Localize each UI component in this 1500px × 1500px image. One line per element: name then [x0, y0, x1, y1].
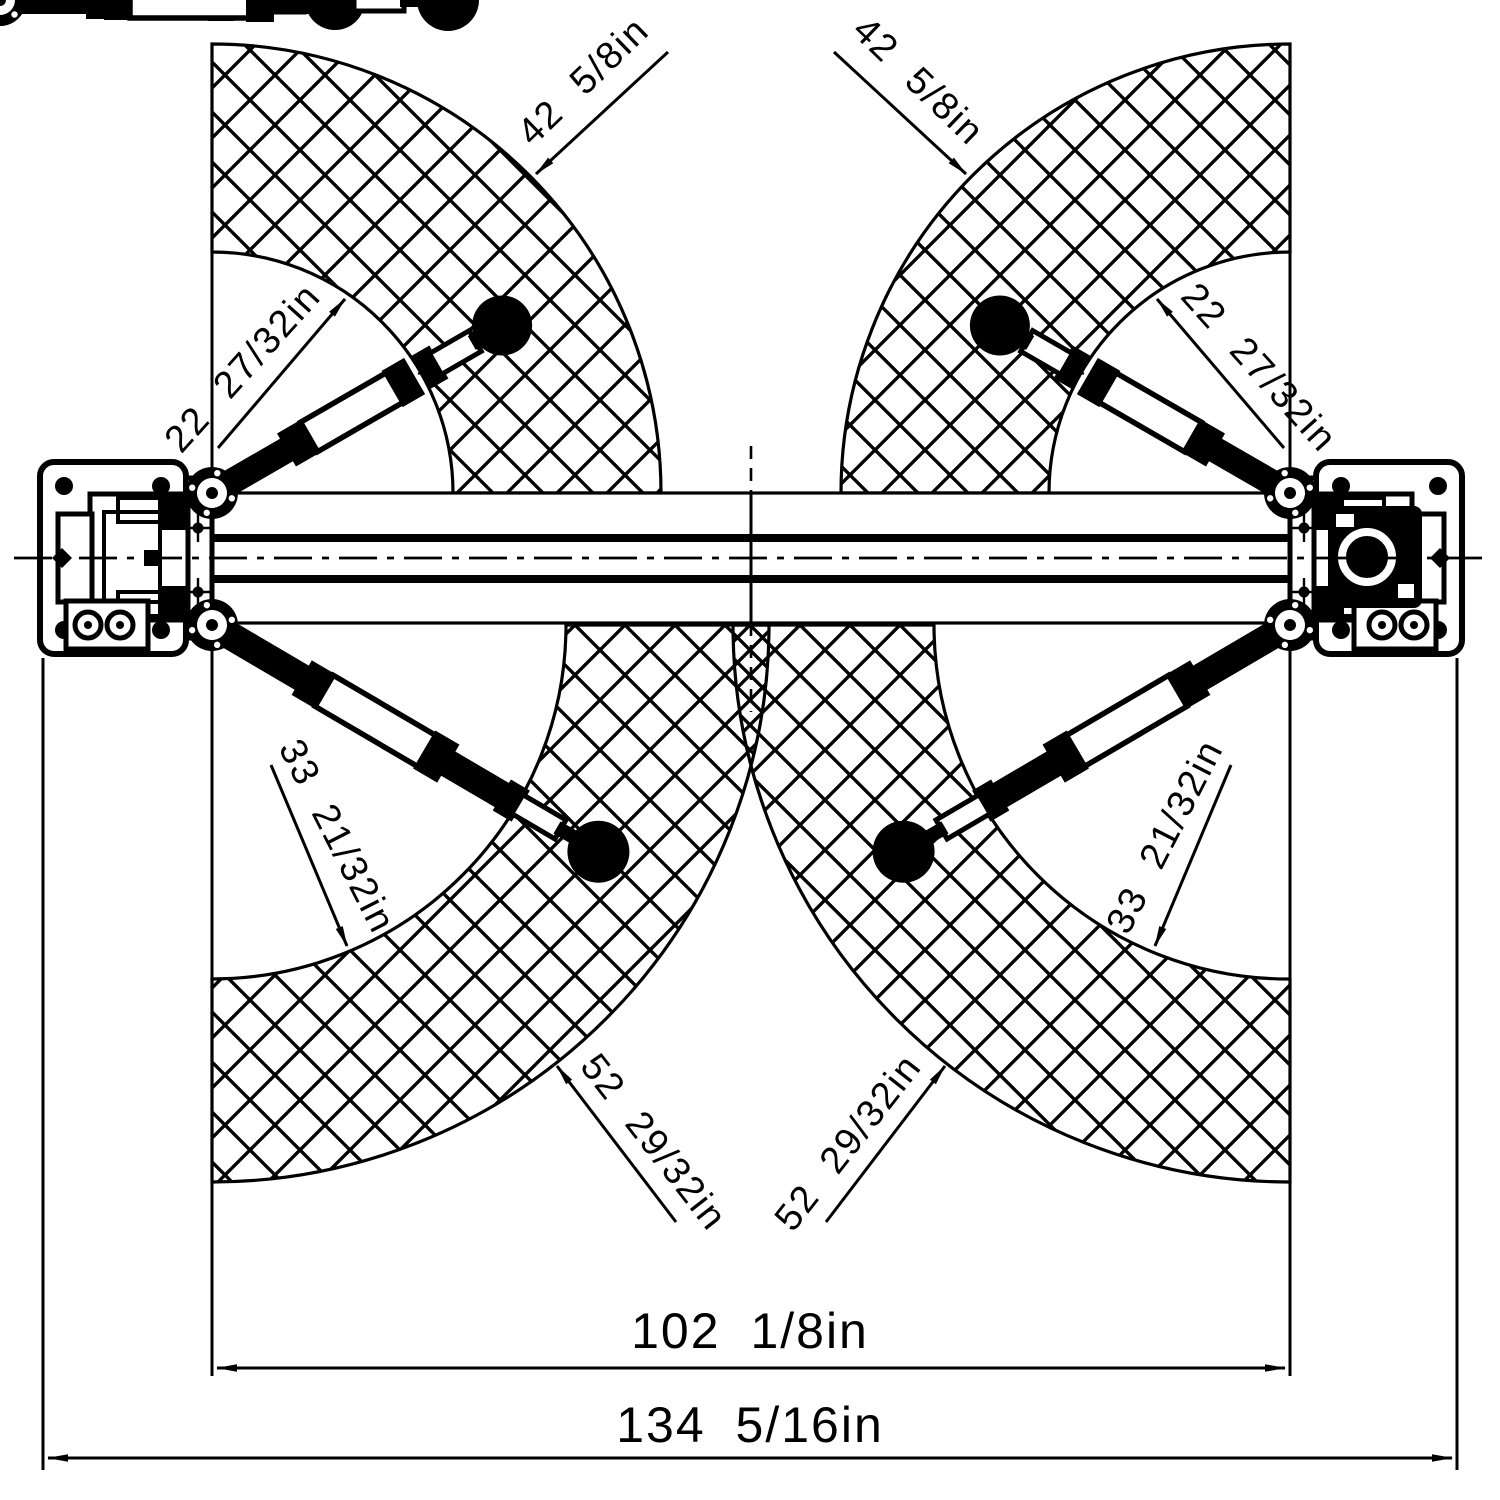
power-unit-body [1328, 506, 1422, 608]
arm-pivot [0, 0, 26, 26]
arm-outer-tube [127, 0, 253, 21]
radial-leaders [216, 50, 1286, 1223]
dim-label-rear-min-right: 33 21/32in [1099, 733, 1232, 941]
leader-front-min-left [216, 298, 347, 449]
anchor-bolt-center [116, 621, 124, 629]
crossbeam [210, 446, 1292, 712]
column-flange-top [116, 496, 162, 524]
sweep-zone-rear-right [731, 623, 1292, 1184]
position-mark-bottom [184, 578, 212, 606]
leader-front-max-left [534, 50, 670, 176]
sweep-zone-rear-left [210, 623, 771, 1184]
power-unit-detail [1336, 514, 1354, 527]
extension-lines [41, 44, 1459, 1470]
leader-rear-max-right [824, 1065, 947, 1223]
arm-link [18, 0, 108, 14]
base-bolt [55, 477, 73, 495]
arm-mid-tube [270, 0, 340, 14]
leader-rear-min-right [1153, 764, 1233, 947]
dim-label-rear-max-left: 52 29/32in [572, 1046, 735, 1239]
anchor-bolt-center [84, 621, 92, 629]
sweep-zone-front-left [210, 42, 663, 495]
lug-block-bottom [162, 586, 186, 620]
arm-collar [246, 0, 274, 22]
leader-front-min-right [1155, 298, 1286, 449]
base-bolt [152, 477, 170, 495]
arm-rod [400, 0, 428, 7]
lift-pad [417, 0, 479, 31]
lug-block-top [162, 496, 186, 530]
arm-inner-tube [351, 0, 407, 14]
dim-label-inside-width: 102 1/8in [631, 1303, 869, 1359]
leader-rear-max-left [555, 1065, 678, 1223]
leader-front-max-right [832, 50, 968, 176]
dim-label-overall-width: 134 5/16in [616, 1397, 884, 1453]
sweep-zones [210, 42, 1292, 1184]
dim-label-rear-min-left: 33 21/32in [270, 733, 403, 941]
position-mark-top [184, 514, 212, 542]
sweep-zone-front-right [839, 42, 1292, 495]
leader-rear-min-left [269, 764, 349, 947]
width-dimensions: 102 1/8in 134 5/16in [47, 1303, 1453, 1462]
dim-label-rear-max-right: 52 29/32in [767, 1046, 930, 1239]
base-bolt [152, 621, 170, 639]
arm-collar [104, 0, 134, 20]
power-unit-detail [1398, 584, 1414, 598]
